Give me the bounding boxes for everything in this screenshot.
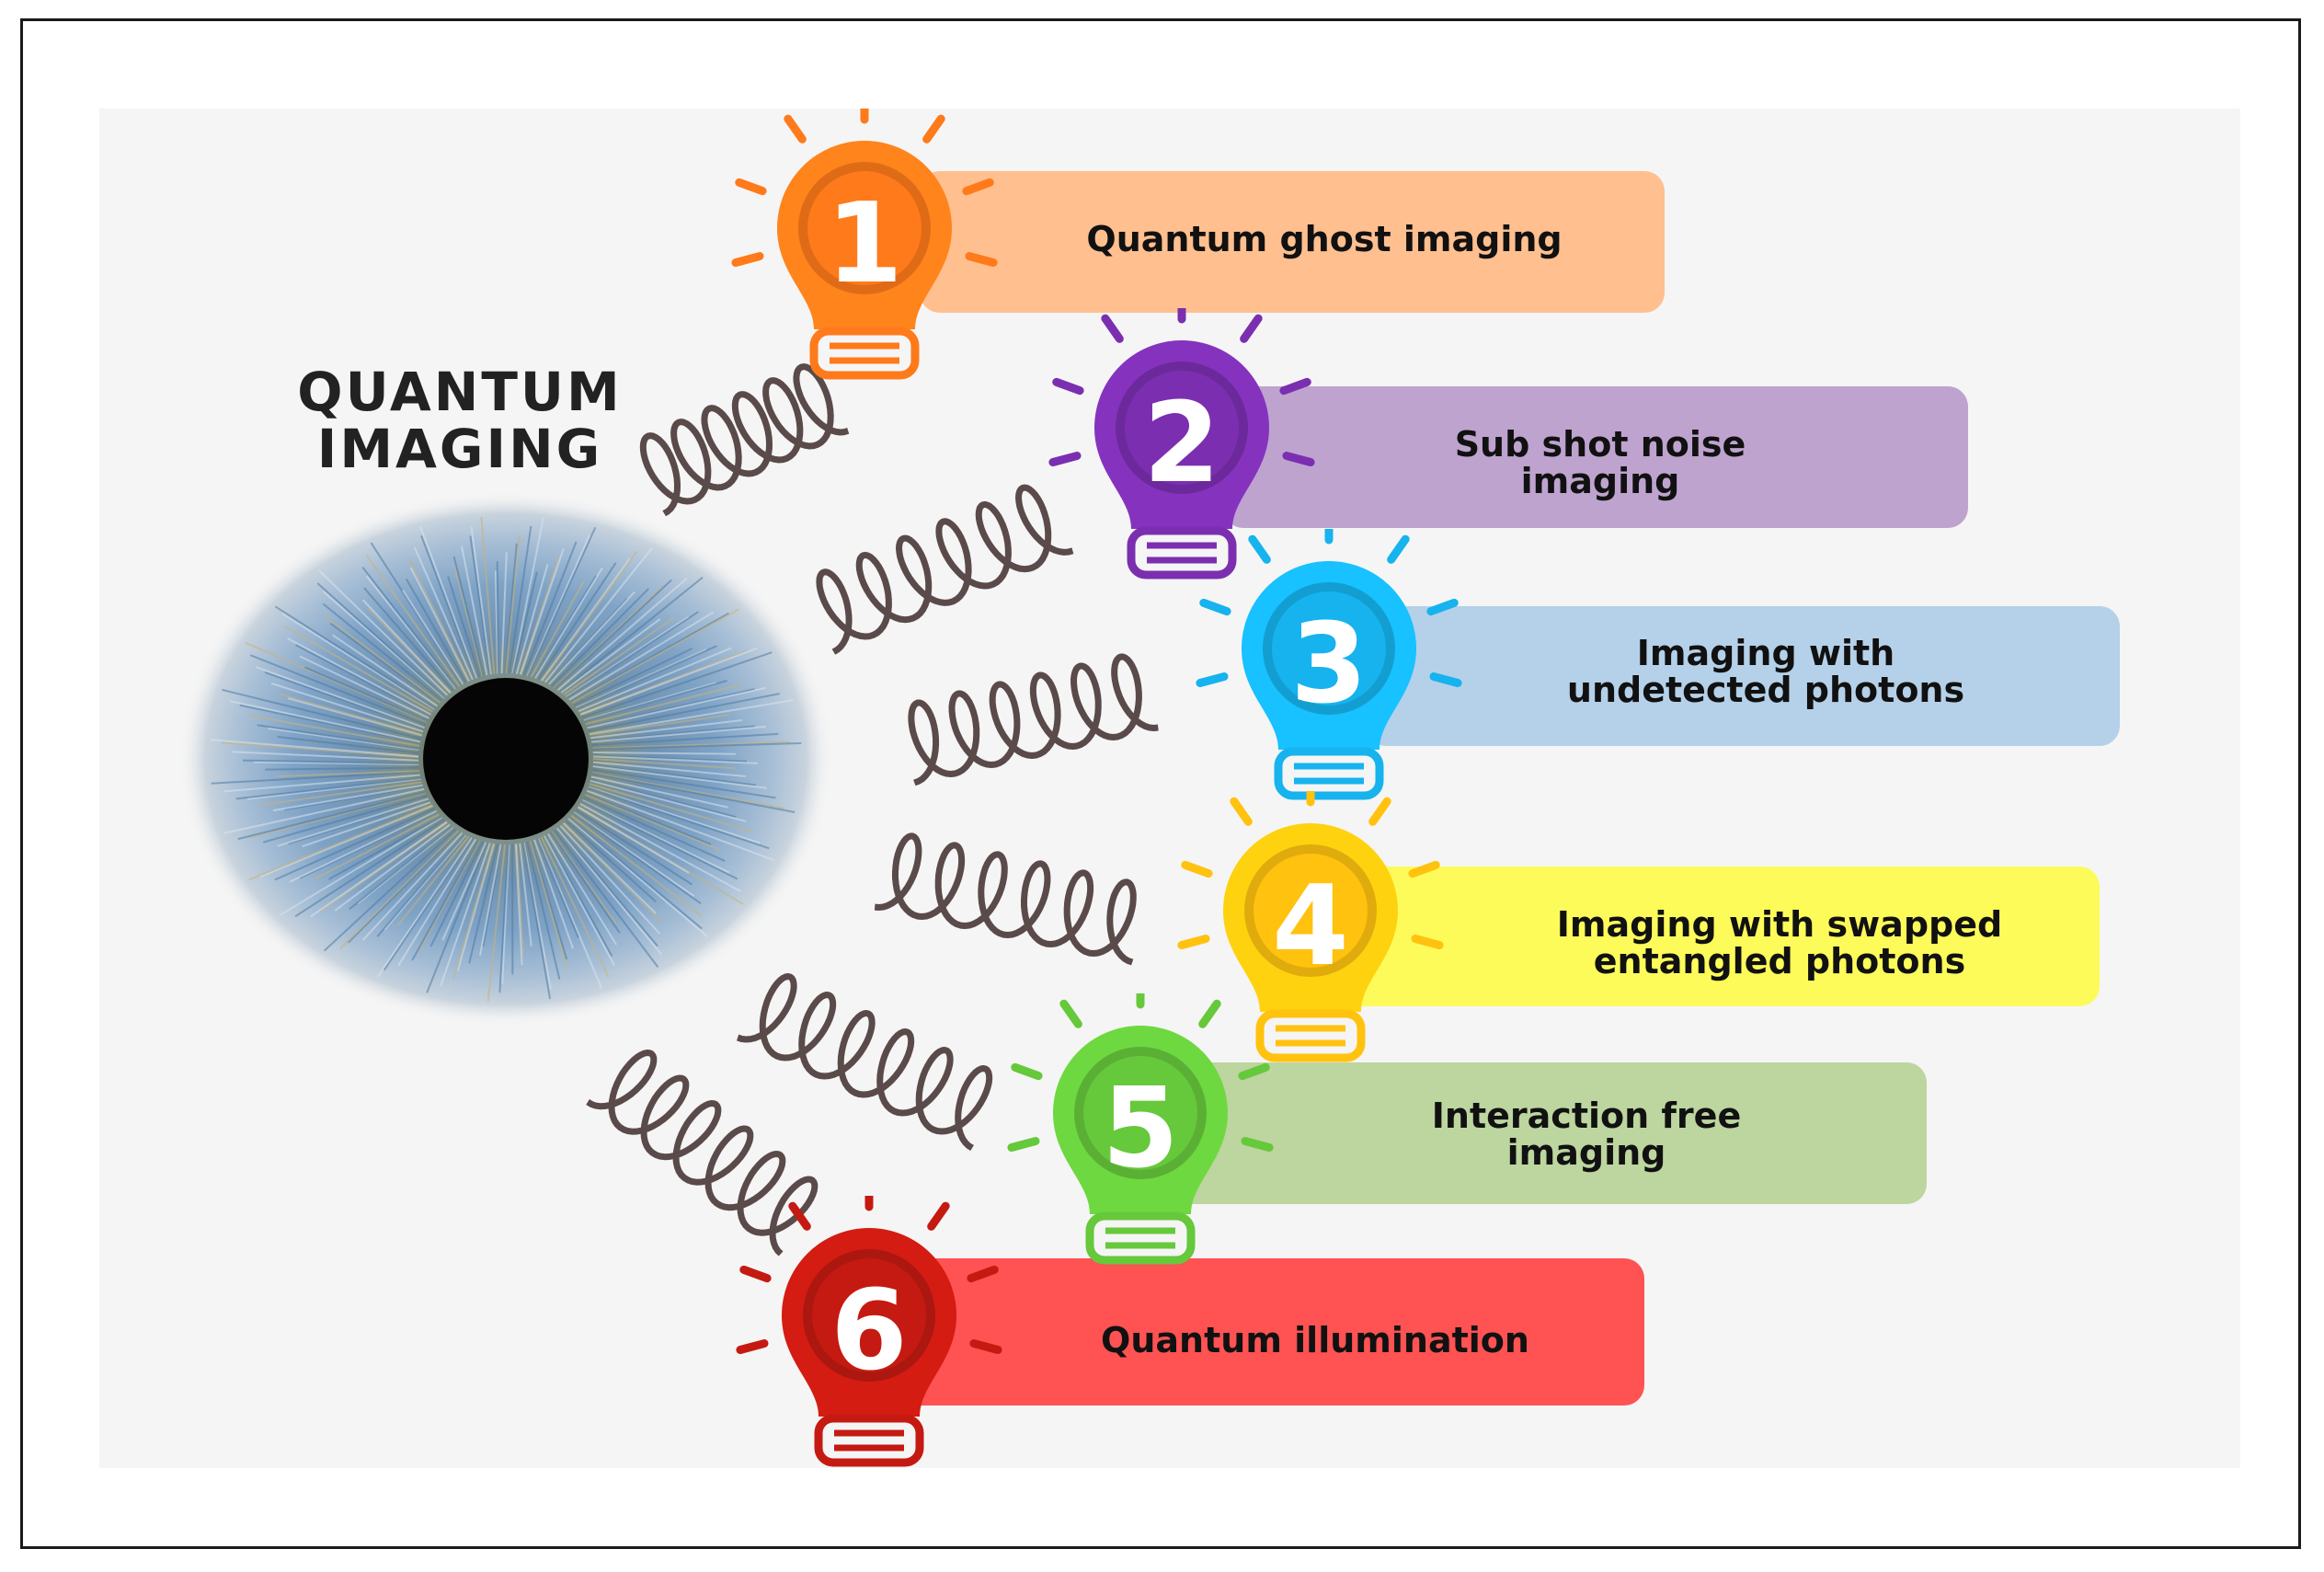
- coil-spring-icon: [586, 1050, 819, 1256]
- diagram-title: QUANTUM IMAGING: [267, 363, 653, 477]
- item-3-lightbulb-icon: [1196, 529, 1462, 800]
- eye-iris-icon: [179, 492, 832, 1026]
- title-line-1: QUANTUM: [297, 361, 623, 423]
- item-4-bar: [1338, 866, 2100, 1006]
- item-6-label: Quantum illumination: [1101, 1320, 1529, 1360]
- item-5-lightbulb-icon: [1007, 993, 1274, 1265]
- title-line-2: IMAGING: [316, 418, 603, 480]
- coil-spring-icon: [816, 484, 1074, 655]
- coil-springs: [586, 363, 1159, 1256]
- item-1-bar: [920, 171, 1665, 313]
- item-6-bar: [846, 1258, 1644, 1406]
- item-1-number: 1: [826, 180, 903, 308]
- item-5-number: 5: [1102, 1065, 1179, 1193]
- figure-border: [20, 18, 2301, 1549]
- item-5-bar: [1154, 1062, 1927, 1204]
- item-4-number: 4: [1272, 863, 1349, 991]
- item-6-number: 6: [830, 1268, 908, 1395]
- coil-spring-icon: [908, 653, 1159, 786]
- item-3-number: 3: [1290, 601, 1368, 729]
- coil-spring-icon: [639, 363, 850, 517]
- item-4-lightbulb-icon: [1177, 791, 1444, 1062]
- pupil: [423, 678, 589, 840]
- item-1-lightbulb-icon: [731, 109, 998, 380]
- item-2-bar: [1223, 386, 1968, 528]
- coil-spring-icon: [874, 832, 1137, 966]
- item-1-label: Quantum ghost imaging: [1086, 219, 1563, 259]
- item-2-lightbulb-icon: [1048, 308, 1315, 579]
- item-3-bar: [1366, 606, 2120, 746]
- item-6-lightbulb-icon: [736, 1196, 1002, 1467]
- item-2-number: 2: [1143, 380, 1220, 508]
- coil-spring-icon: [736, 973, 993, 1151]
